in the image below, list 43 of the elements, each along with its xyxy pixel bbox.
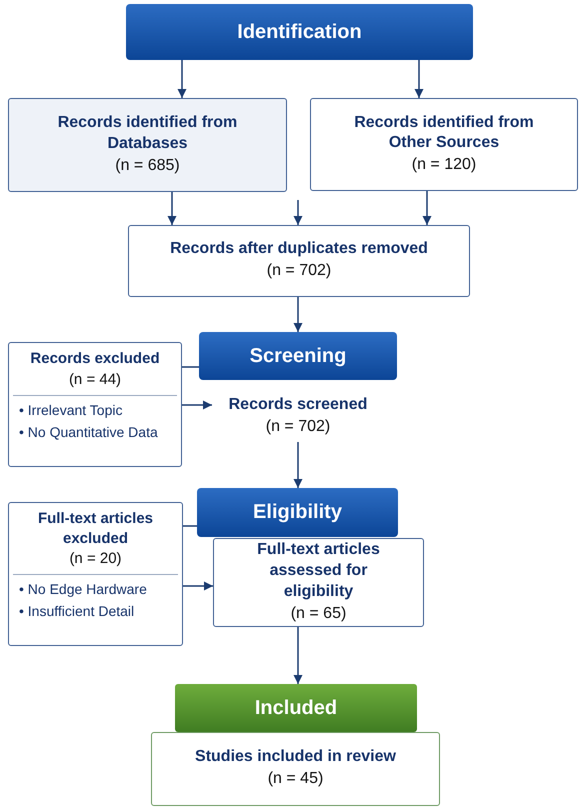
exclusion-box (8, 502, 183, 646)
process-box (310, 98, 578, 191)
arrow (294, 627, 302, 684)
arrow (182, 400, 212, 410)
count-text: (n = 44) (68, 370, 122, 390)
arrow (414, 60, 424, 98)
bullet-item: • Irrelevant Topic (18, 400, 124, 420)
bullet-item: • Insufficient Detail (18, 602, 136, 622)
count-text: (n = 120) (412, 155, 476, 176)
arrow (294, 297, 302, 332)
stage-header: Eligibility (197, 488, 398, 537)
count-text: (n = 20) (69, 549, 122, 569)
count-text: (n = 65) (290, 604, 346, 624)
count-text: (n = 702) (266, 261, 332, 282)
count-text: (n = 685) (115, 156, 180, 176)
box-title: Records screened (228, 395, 368, 416)
box-title: Records excluded (30, 349, 160, 368)
process-box (213, 538, 424, 627)
arrow (294, 200, 302, 225)
connector-line (182, 366, 199, 368)
count-text: (n = 702) (266, 417, 330, 438)
exclusion-box (8, 342, 182, 467)
box-title: Records after duplicates removed (170, 239, 428, 260)
box-title: Full-text articles assessed for eligibility (256, 540, 381, 602)
stage-header: Identification (126, 4, 473, 60)
box-title: Records identified from Other Sources (353, 112, 535, 154)
process-box (8, 98, 287, 192)
connector-line (183, 525, 197, 527)
box-title: Studies included in review (195, 747, 396, 768)
process-box (151, 732, 440, 806)
arrow (422, 191, 432, 225)
bullet-item: • No Quantitative Data (18, 422, 159, 442)
process-box (128, 225, 470, 297)
stage-header: Included (175, 684, 417, 732)
stage-header: Screening (199, 332, 397, 380)
arrow (178, 60, 186, 98)
arrow (294, 442, 302, 488)
count-text: (n = 45) (268, 769, 324, 790)
arrow (168, 192, 176, 225)
bullet-item: • No Edge Hardware (18, 580, 148, 599)
box-title: Full-text articles excluded (36, 509, 154, 548)
box-title: Records identified from Databases (56, 113, 238, 154)
arrow (183, 582, 213, 590)
